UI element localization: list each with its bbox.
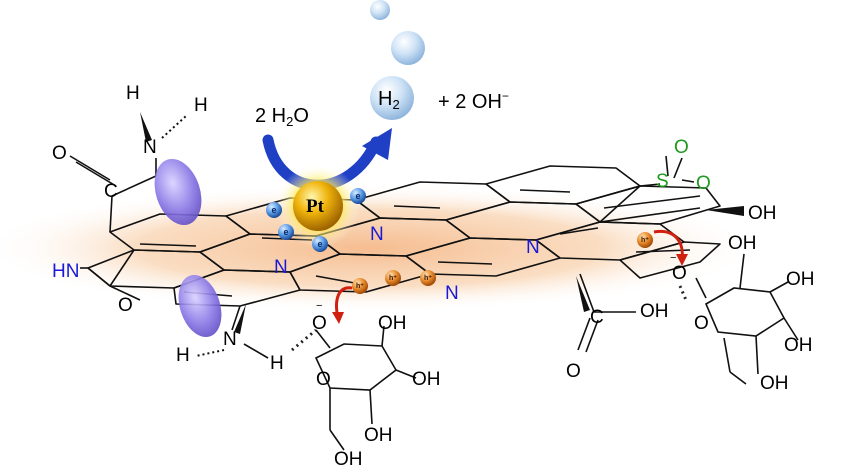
sulfonyl-oxygen: O	[674, 137, 689, 158]
hashed-bond	[195, 349, 225, 357]
imine-nitrogen-label: HN	[52, 261, 80, 282]
hole-label: h⁺	[641, 237, 649, 244]
carbon-atom: C	[104, 181, 118, 202]
hole-label: h⁺	[424, 275, 432, 282]
amide-hydrogen: H	[126, 83, 140, 104]
hydroxyl-label: OH	[748, 203, 777, 224]
hydroxyl-label: OH	[786, 269, 815, 290]
ketone-oxygen: O	[118, 295, 133, 316]
sulfur-label: S	[656, 171, 669, 192]
hole-icon	[352, 278, 368, 294]
hole-label: h⁺	[389, 275, 397, 282]
carboxyl-oxygen: O	[566, 361, 581, 382]
carboxyl-carbon: C	[590, 307, 604, 328]
platinum-label: Pt	[306, 196, 324, 217]
amine-hydrogen: H	[176, 345, 190, 366]
hydrogen-bubble-icon	[391, 31, 425, 65]
hydroxyl-label: OH	[364, 425, 393, 446]
hole-label: h⁺	[356, 283, 364, 290]
electron-label: e	[271, 205, 277, 215]
amide-hydrogen: H	[194, 95, 208, 116]
ring-nitrogen: N	[274, 257, 288, 278]
electron-icon	[312, 236, 328, 252]
electron-icon	[266, 202, 282, 218]
hydroxyl-label: OH	[760, 373, 789, 394]
hydroxyl-label: OH	[728, 233, 757, 254]
sugar-oxygen: O	[312, 313, 327, 334]
orbital-lobe-icon	[178, 274, 222, 338]
arrow-head-icon	[362, 128, 392, 160]
electron-label: e	[317, 239, 323, 249]
amine-nitrogen: N	[223, 329, 237, 350]
water-label: 2 H2O	[255, 105, 309, 129]
hydroxyl-label: OH	[784, 335, 813, 356]
amide-nitrogen: N	[143, 137, 157, 158]
hole-icon	[420, 270, 436, 286]
hydroxyl-label: OH	[334, 449, 363, 470]
hydrogen-bond	[678, 285, 688, 301]
anion-charge: −	[670, 252, 677, 264]
glucose-left	[314, 325, 417, 451]
glucose-right	[695, 253, 799, 385]
sugar-oxygen: O	[672, 263, 687, 284]
sugar-oxygen: O	[694, 313, 709, 334]
platinum-particle-icon	[293, 181, 343, 231]
sulfonyl-oxygen: O	[696, 173, 711, 194]
hydroxyl-label: OH	[412, 369, 441, 390]
carbonyl-oxygen: O	[52, 143, 67, 164]
hydroxide-label: + 2 OH−	[438, 89, 509, 113]
amine-hydrogen: H	[270, 353, 284, 374]
hydroxyl-label: OH	[378, 313, 407, 334]
electron-icon	[350, 188, 366, 204]
hydrogen-bubble-icon	[370, 0, 390, 20]
orbital-lobe-icon	[154, 158, 202, 226]
hole-icon	[385, 270, 401, 286]
hashed-bond	[161, 115, 187, 139]
arrow-head-icon	[676, 254, 688, 266]
hydrogen-label: H2	[378, 88, 400, 112]
ring-nitrogen: N	[445, 283, 459, 304]
electron-icon	[278, 224, 294, 240]
ring-nitrogen: N	[526, 237, 540, 258]
wedge-bond	[234, 304, 246, 334]
ring-nitrogen: N	[370, 224, 384, 245]
wedge-bond	[140, 112, 152, 142]
electron-label: e	[283, 227, 289, 237]
electron-label: e	[355, 191, 361, 201]
sugar-oxygen: O	[316, 369, 331, 390]
wedge-bond	[576, 276, 590, 312]
anion-charge: −	[316, 300, 323, 312]
hydroxyl-label: OH	[640, 301, 669, 322]
hydrogen-bubble-icon	[370, 76, 414, 120]
hole-icon	[637, 232, 653, 248]
wedge-bond	[706, 206, 744, 216]
arrow-head-icon	[332, 312, 344, 324]
